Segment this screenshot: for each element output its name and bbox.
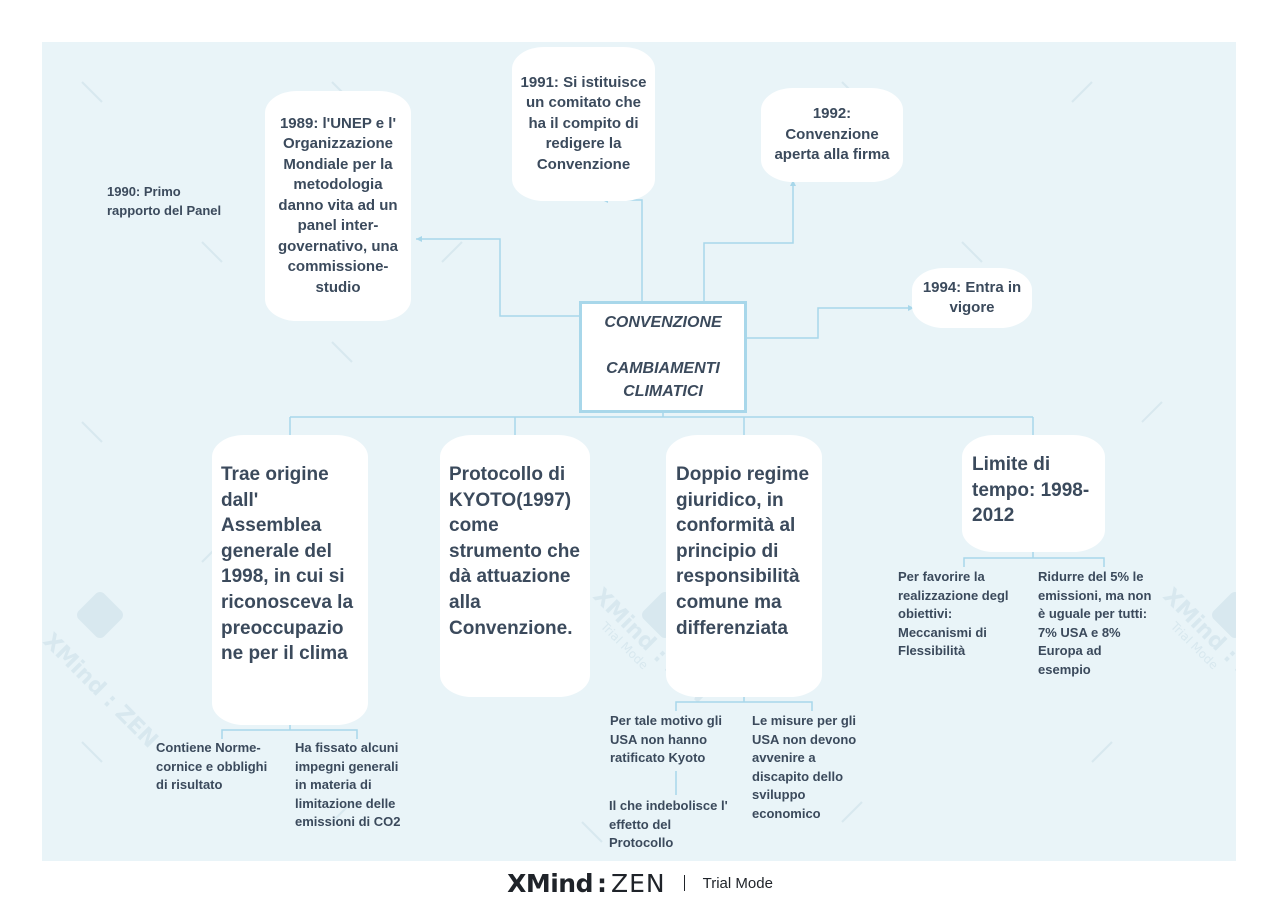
topic-1992[interactable]: 1992: Convenzione aperta alla firma: [761, 88, 903, 182]
subtopic-indebolisce[interactable]: Il che indebolisce l' effetto del Protoc…: [609, 798, 728, 851]
subtopic-usa[interactable]: Per tale motivo gli USA non hanno ratifi…: [610, 713, 722, 766]
central-topic[interactable]: CONVENZIONE CAMBIAMENTI CLIMATICI: [579, 301, 747, 413]
subtopic-ridurre[interactable]: Ridurre del 5% le emissioni, ma non è ug…: [1038, 569, 1152, 677]
subtopic-misure[interactable]: Le misure per gli USA non devono avvenir…: [752, 713, 857, 821]
mindmap-canvas[interactable]: XMind : ZEN XMind : ZEN XMind : ZEN Tria…: [42, 42, 1236, 861]
topic-1991[interactable]: 1991: Si istituisce un comitato che ha i…: [512, 47, 655, 201]
topic-regime[interactable]: Doppio regime giuridico, in conformità a…: [666, 435, 822, 697]
topic-origin-label: Trae origine dall' Assemblea generale de…: [221, 464, 354, 665]
trial-watermark: XMind : ZEN XMind : ZEN XMind : ZEN Tria…: [42, 81, 1236, 843]
trial-mode-label: Trial Mode: [702, 874, 773, 892]
connector-lines: [221, 180, 1105, 795]
topic-regime-label: Doppio regime giuridico, in conformità a…: [676, 464, 810, 639]
topic-1989-label: 1989: l'UNEP e l' Organizzazione Mondial…: [277, 114, 399, 296]
topic-1991-label: 1991: Si istituisce un comitato che ha i…: [520, 73, 647, 173]
subtopic-norme[interactable]: Contiene Norme- cornice e obblighi di ri…: [156, 740, 268, 793]
subtopic-impegni[interactable]: Ha fissato alcuni impegni generali in ma…: [295, 740, 401, 830]
topic-1994-label: 1994: Entra in vigore: [922, 278, 1022, 317]
logo-product: ZEN: [610, 868, 666, 898]
topic-1992-label: 1992: Convenzione aperta alla firma: [774, 105, 890, 164]
topic-limite[interactable]: Limite di tempo: 1998-2012: [962, 435, 1105, 552]
topic-limite-label: Limite di tempo: 1998-2012: [972, 454, 1090, 527]
topic-1990[interactable]: 1990: Primo rapporto del Panel: [107, 184, 222, 218]
trial-footer: XMind : ZEN Trial Mode: [0, 862, 1280, 904]
topic-kyoto-label: Protocollo di KYOTO(1997) come strumento…: [449, 464, 580, 639]
topic-origin[interactable]: Trae origine dall' Assemblea generale de…: [212, 435, 368, 725]
logo-brand: XMind: [507, 868, 593, 898]
subtopic-flessibilita[interactable]: Per favorire la realizzazione degl obiet…: [898, 569, 1009, 659]
topic-1994[interactable]: 1994: Entra in vigore: [912, 268, 1032, 328]
logo-separator: :: [596, 868, 607, 898]
central-topic-line2: CAMBIAMENTI CLIMATICI: [606, 360, 720, 400]
footer-divider: [683, 875, 685, 891]
xmind-logo: XMind : ZEN: [507, 869, 666, 898]
topic-1989[interactable]: 1989: l'UNEP e l' Organizzazione Mondial…: [265, 91, 411, 321]
topic-kyoto[interactable]: Protocollo di KYOTO(1997) come strumento…: [440, 435, 590, 697]
central-topic-line1: CONVENZIONE: [604, 314, 722, 331]
